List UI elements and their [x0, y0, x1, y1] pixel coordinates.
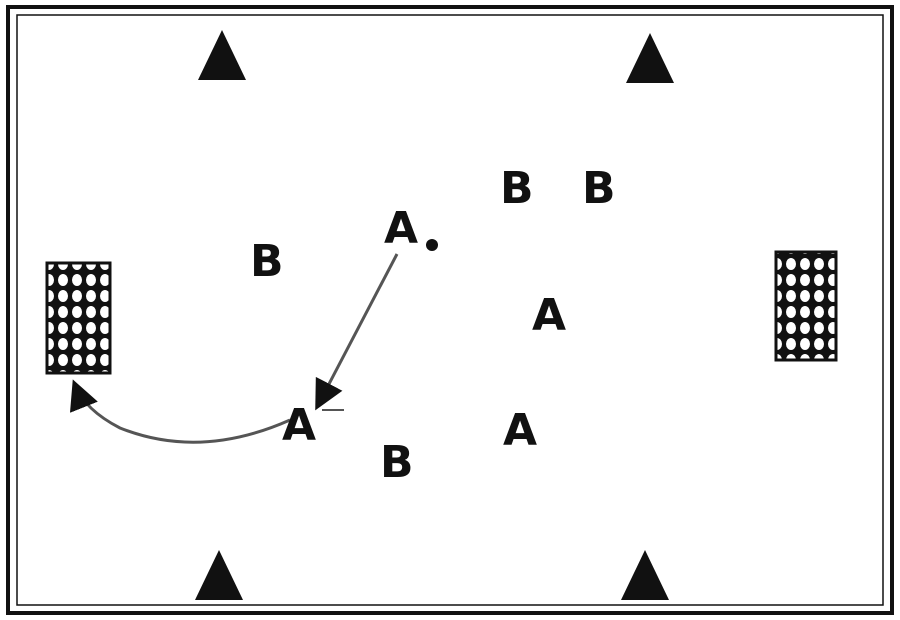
player-a-passer: A	[384, 203, 418, 254]
goal-net-icon	[45, 261, 112, 375]
field-inner-boundary	[16, 14, 884, 606]
goal-left	[45, 261, 112, 375]
player-a-bottom: A	[503, 405, 537, 456]
triangle-cone-icon	[198, 30, 246, 80]
triangle-cone-icon	[621, 550, 669, 600]
player-b-left: B	[250, 236, 284, 287]
goal-right	[774, 250, 838, 362]
player-a-center: A	[532, 290, 566, 341]
goal-net-icon	[774, 250, 838, 362]
player-b-top-2: B	[582, 163, 616, 214]
player-b-top-1: B	[500, 163, 534, 214]
player-b-bottom: B	[380, 437, 414, 488]
pass-arrow	[315, 253, 399, 411]
dribble-run-path	[69, 379, 291, 444]
field-outer-boundary	[6, 5, 894, 615]
triangle-cone-icon	[626, 33, 674, 83]
ball-icon	[426, 239, 438, 251]
triangle-cone-icon	[195, 550, 243, 600]
player-a-receiver: A	[282, 400, 316, 451]
